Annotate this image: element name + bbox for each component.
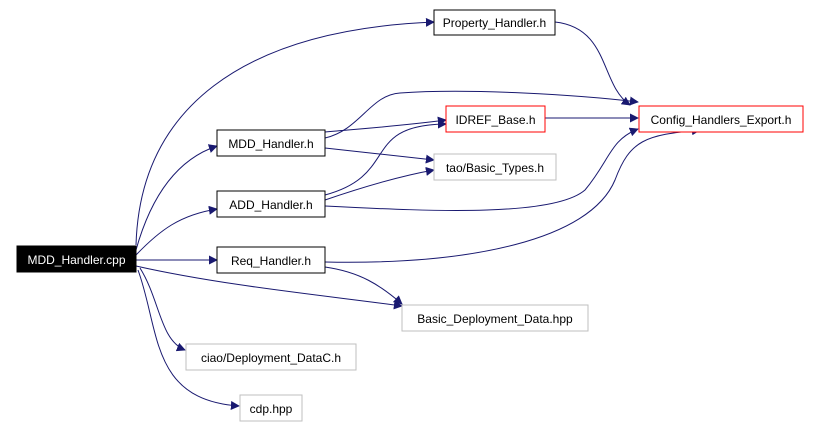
node-label-add-handler-h: ADD_Handler.h — [229, 198, 312, 212]
edge-mdd-handler-h-to-config-handlers-export-h — [324, 90, 639, 139]
edge-mdd-handler-h-to-tao-basic-types-h — [324, 147, 435, 164]
edge-mdd-handler-cpp-to-add-handler-h — [135, 205, 218, 256]
edge-req-handler-h-to-basic-deployment-data-hpp — [324, 266, 403, 305]
edge-mdd-handler-cpp-to-ciao-deployment-datac-h — [139, 267, 186, 352]
node-label-config-handlers-export-h: Config_Handlers_Export.h — [651, 113, 792, 127]
nodes-layer: MDD_Handler.cpp Property_Handler.h Confi… — [16, 9, 804, 422]
edge-add-handler-h-to-config-handlers-export-h — [324, 127, 639, 211]
node-basic-deployment-data-hpp[interactable]: Basic_Deployment_Data.hpp — [401, 304, 589, 332]
node-label-req-handler-h: Req_Handler.h — [231, 254, 311, 268]
node-mdd-handler-cpp[interactable]: MDD_Handler.cpp — [16, 245, 137, 273]
node-label-mdd-handler-cpp: MDD_Handler.cpp — [27, 253, 125, 267]
node-config-handlers-export-h[interactable]: Config_Handlers_Export.h — [638, 105, 804, 133]
edge-mdd-handler-h-to-idref-base-h — [324, 116, 447, 133]
edge-mdd-handler-cpp-to-mdd-handler-h — [135, 144, 218, 251]
node-tao-basic-types-h[interactable]: tao/Basic_Types.h — [433, 153, 557, 181]
edge-mdd-handler-cpp-to-basic-deployment-data-hpp — [135, 265, 403, 310]
node-label-idref-base-h: IDREF_Base.h — [455, 113, 535, 127]
edge-add-handler-h-to-tao-basic-types-h — [324, 166, 435, 201]
node-label-mdd-handler-h: MDD_Handler.h — [228, 137, 313, 151]
node-add-handler-h[interactable]: ADD_Handler.h — [216, 190, 326, 218]
node-cdp-hpp[interactable]: cdp.hpp — [239, 394, 303, 422]
edge-property-handler-h-to-config-handlers-export-h — [554, 21, 631, 106]
edges-layer — [135, 17, 701, 410]
edge-mdd-handler-cpp-to-cdp-hpp — [137, 269, 240, 410]
node-req-handler-h[interactable]: Req_Handler.h — [216, 246, 326, 274]
node-mdd-handler-h[interactable]: MDD_Handler.h — [216, 129, 326, 157]
edge-add-handler-h-to-idref-base-h — [324, 119, 447, 196]
node-idref-base-h[interactable]: IDREF_Base.h — [445, 105, 546, 133]
edge-req-handler-h-to-config-handlers-export-h — [324, 126, 701, 263]
node-label-tao-basic-types-h: tao/Basic_Types.h — [446, 161, 544, 175]
node-label-basic-deployment-data-hpp: Basic_Deployment_Data.hpp — [417, 312, 573, 326]
node-label-ciao-deployment-datac-h: ciao/Deployment_DataC.h — [201, 351, 341, 365]
node-property-handler-h[interactable]: Property_Handler.h — [433, 9, 556, 36]
node-label-property-handler-h: Property_Handler.h — [443, 16, 546, 30]
edge-mdd-handler-cpp-to-property-handler-h — [135, 17, 435, 246]
node-ciao-deployment-datac-h[interactable]: ciao/Deployment_DataC.h — [185, 343, 357, 371]
node-label-cdp-hpp: cdp.hpp — [250, 402, 293, 416]
